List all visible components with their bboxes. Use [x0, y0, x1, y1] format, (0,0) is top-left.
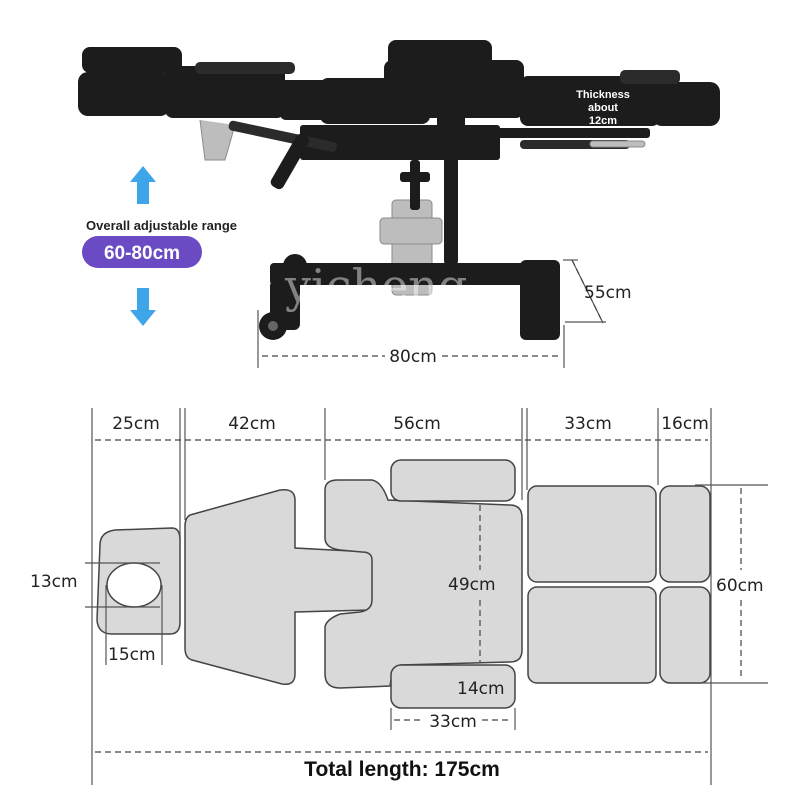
range-pill — [82, 236, 202, 268]
foot-pad-upper — [659, 485, 711, 583]
dim-49cm: 49cm — [448, 575, 496, 595]
total-length-label: Total length: 175cm — [304, 758, 500, 781]
dim-80cm: 80cm — [389, 347, 437, 367]
thickness-label-line2: about — [588, 102, 618, 114]
dim-55cm: 55cm — [584, 283, 632, 303]
dim-13cm: 13cm — [30, 572, 78, 592]
head-pad — [96, 527, 181, 635]
leg-pad-lower-left — [527, 586, 657, 684]
dim-14cm: 14cm — [457, 679, 505, 699]
extension-lines — [91, 408, 712, 785]
down-arrow-icon — [130, 288, 156, 326]
adjust-range-label: Overall adjustable range — [86, 218, 237, 233]
watermark: yicheng — [284, 259, 467, 313]
dim-42cm: 42cm — [228, 414, 276, 434]
dim-16cm: 16cm — [661, 414, 709, 434]
thickness-label-line3: 12cm — [589, 115, 617, 127]
arm-rest-top — [390, 459, 516, 502]
dim-60cm: 60cm — [716, 576, 764, 596]
main-body-pad — [324, 479, 523, 689]
foot-pad-lower — [659, 586, 711, 684]
leg-pad-upper-left — [527, 485, 657, 583]
dim-25cm: 25cm — [112, 414, 160, 434]
dim-33cm-top: 33cm — [564, 414, 612, 434]
up-arrow-icon — [130, 166, 156, 204]
dim-33cm-arm: 33cm — [429, 712, 477, 732]
dim-56cm: 56cm — [393, 414, 441, 434]
range-pill-text: 60-80cm — [104, 243, 180, 264]
arm-rest-bottom — [390, 664, 516, 709]
chair-side-view: yicheng — [78, 40, 720, 340]
dim-15cm: 15cm — [108, 645, 156, 665]
thickness-label-line1: Thickness — [576, 89, 630, 101]
